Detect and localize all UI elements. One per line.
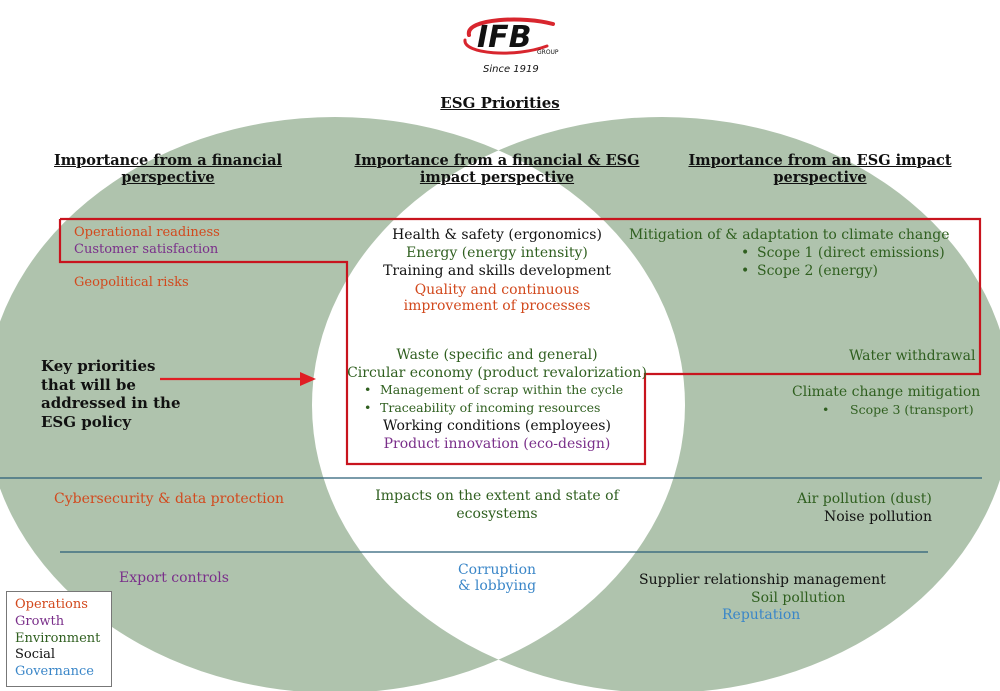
header-financial-esg-line-1: Importance from a financial & ESG bbox=[354, 152, 640, 169]
header-financial-line-2: perspective bbox=[121, 168, 215, 186]
item-reputation: Reputation bbox=[722, 607, 801, 623]
item-scope-3: • Scope 3 (transport) bbox=[822, 402, 974, 417]
item-supplier-relationship: Supplier relationship management bbox=[639, 572, 886, 588]
key-priorities-line-1: Key priorities bbox=[41, 357, 156, 375]
item-customer-satisfaction: Customer satisfaction bbox=[74, 242, 219, 257]
item-corruption-line-1: Corruption bbox=[457, 562, 537, 578]
item-quality: Quality and continuous improvement of pr… bbox=[347, 282, 647, 314]
item-health-safety: Health & safety (ergonomics) bbox=[392, 227, 602, 243]
key-priorities-line-3: addressed in the bbox=[41, 394, 181, 412]
item-noise-pollution: Noise pollution bbox=[824, 509, 932, 525]
key-priorities-label: Key priorities that will be addressed in… bbox=[41, 357, 181, 431]
header-financial: Importance from a financial perspective bbox=[38, 152, 298, 186]
key-priorities-arrow-head bbox=[300, 372, 316, 386]
header-esg-impact: Importance from an ESG impact perspectiv… bbox=[680, 152, 960, 186]
key-priorities-line-4: ESG policy bbox=[41, 412, 132, 431]
item-ecosystems: Impacts on the extent and state of ecosy… bbox=[347, 487, 647, 523]
item-circular-economy: Circular economy (product revalorization… bbox=[347, 365, 647, 381]
header-financial-line-1: Importance from a financial bbox=[54, 152, 282, 169]
header-esg-impact-line-2: perspective bbox=[773, 168, 867, 186]
logo-subtext: GROUP bbox=[537, 49, 559, 56]
item-soil-pollution: Soil pollution bbox=[751, 590, 846, 606]
key-priorities-line-2: that will be bbox=[41, 375, 136, 394]
item-quality-line-2: improvement of processes bbox=[403, 298, 591, 315]
item-operational-readiness: Operational readiness bbox=[74, 225, 220, 240]
color-legend: Operations Growth Environment Social Gov… bbox=[6, 591, 112, 687]
scope-3-label: Scope 3 (transport) bbox=[850, 402, 974, 417]
item-energy: Energy (energy intensity) bbox=[406, 245, 588, 261]
item-product-innovation: Product innovation (eco-design) bbox=[383, 436, 611, 452]
page-title: ESG Priorities bbox=[440, 94, 560, 112]
item-climate-change-mitigation: Climate change mitigation bbox=[792, 384, 981, 400]
scope-3-bullet: • bbox=[822, 402, 830, 417]
item-ecosystems-line-2: ecosystems bbox=[456, 506, 538, 522]
overlap-region bbox=[312, 117, 685, 691]
item-scope-1: Scope 1 (direct emissions) bbox=[741, 245, 945, 261]
item-export-controls: Export controls bbox=[119, 570, 229, 586]
item-ecosystems-line-1: Impacts on the extent and state of bbox=[375, 488, 619, 504]
item-climate-adaptation: Mitigation of & adaptation to climate ch… bbox=[629, 227, 950, 243]
legend-operations: Operations bbox=[15, 597, 88, 612]
item-corruption: Corruption & lobbying bbox=[387, 562, 607, 594]
legend-growth: Growth bbox=[15, 613, 65, 629]
item-working-conditions: Working conditions (employees) bbox=[383, 418, 611, 434]
item-quality-line-1: Quality and continuous bbox=[414, 282, 580, 298]
item-water-withdrawal: Water withdrawal bbox=[849, 348, 976, 364]
header-financial-esg: Importance from a financial & ESG impact… bbox=[347, 152, 647, 186]
key-priorities-highlight-box bbox=[58, 217, 982, 466]
header-esg-impact-line-1: Importance from an ESG impact bbox=[688, 152, 952, 169]
item-scope-2: Scope 2 (energy) bbox=[741, 263, 878, 279]
item-training: Training and skills development bbox=[383, 263, 611, 279]
item-scrap-management: Management of scrap within the cycle bbox=[364, 382, 623, 397]
legend-environment: Environment bbox=[15, 630, 101, 646]
company-logo: IFB GROUP Since 1919 bbox=[455, 10, 565, 75]
legend-social: Social bbox=[15, 647, 56, 663]
legend-governance: Governance bbox=[15, 664, 94, 680]
item-traceability: Traceability of incoming resources bbox=[364, 400, 600, 415]
logo-since: Since 1919 bbox=[483, 64, 539, 74]
header-financial-esg-line-2: impact perspective bbox=[419, 168, 575, 186]
item-cybersecurity: Cybersecurity & data protection bbox=[54, 491, 285, 507]
item-waste: Waste (specific and general) bbox=[396, 347, 598, 363]
logo-text: IFB bbox=[477, 20, 532, 55]
item-geopolitical-risks: Geopolitical risks bbox=[74, 275, 189, 290]
item-air-pollution: Air pollution (dust) bbox=[797, 491, 932, 507]
item-corruption-line-2: & lobbying bbox=[457, 578, 537, 595]
